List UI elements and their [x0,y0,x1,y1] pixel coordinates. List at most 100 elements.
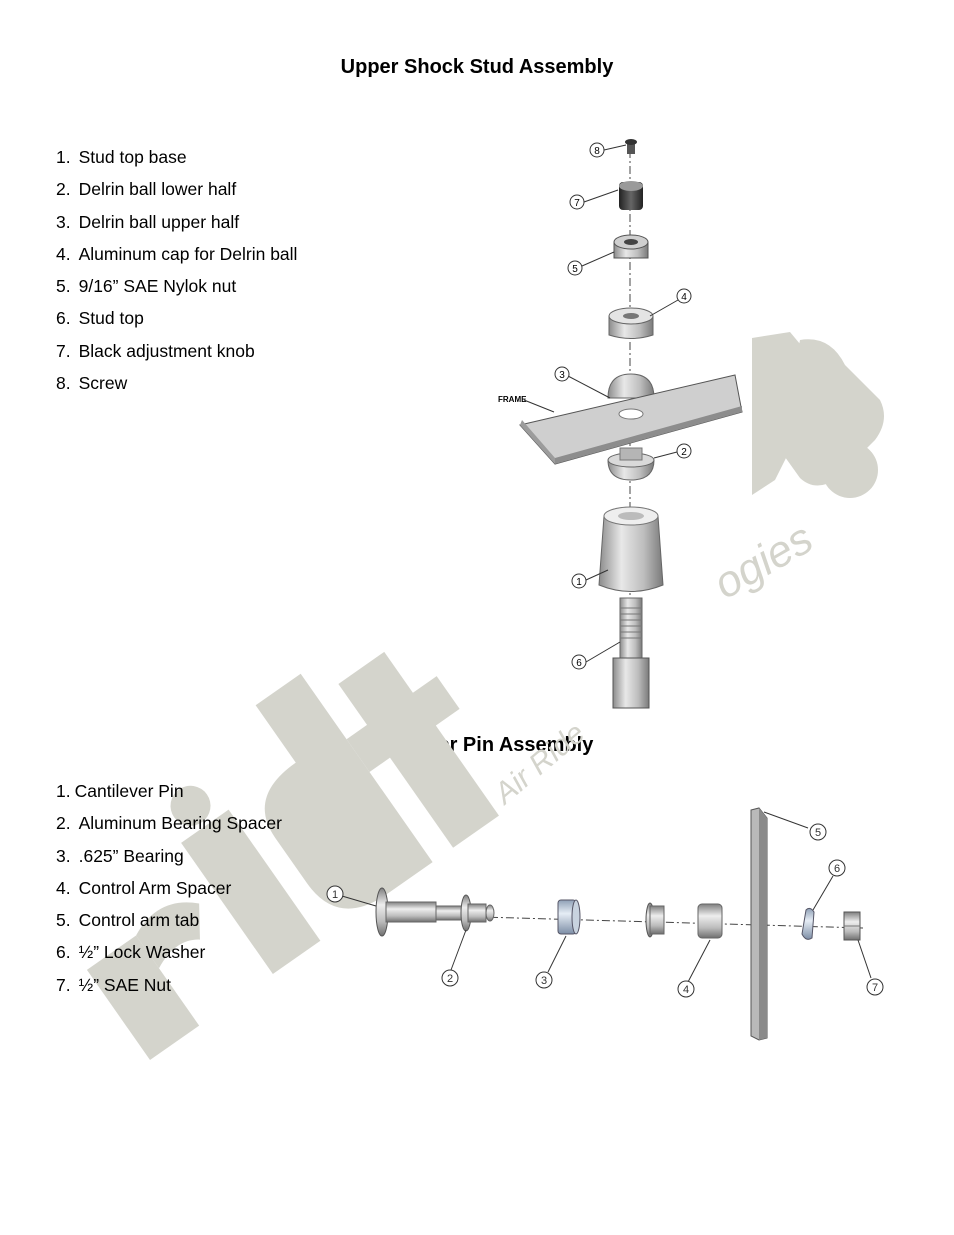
part-name: Screw [78,373,128,394]
callout-number: 1 [332,889,338,901]
list-item: 4. Aluminum cap for Delrin ball [56,242,297,274]
part-name: Control Arm Spacer [78,877,232,898]
cantilever-pin-diagram: 1 2 3 4 5 6 7 [326,807,884,1041]
screw-part [625,139,637,154]
part-number: 4. [56,243,71,264]
callout-circle [326,885,344,903]
frame-plate [519,374,743,465]
control-arm-spacer-part [697,903,723,939]
part-number: 2. [56,179,71,200]
part-name: Aluminum Bearing Spacer [78,813,282,834]
callout-number: 2 [447,973,453,985]
list-item: 7. Black adjustment knob [56,339,297,371]
callout-circle [554,366,570,382]
part-name: Aluminum cap for Delrin ball [78,243,298,264]
part-number: 7. [56,340,71,361]
part-name: .625” Bearing [78,845,184,866]
callout-number: 7 [872,982,878,994]
part-number: 7. [56,974,71,995]
callout-number: 6 [576,658,582,669]
bearing-part [557,899,581,935]
list-item: 1.Cantilever Pin [56,779,282,811]
callout-circle [567,260,583,276]
part-number: 6. [56,942,71,963]
callout-number: 5 [572,264,578,275]
callout-circle [571,654,587,670]
callout-circle [569,194,585,210]
stud-base-part [598,506,664,592]
list-item: 7. ½” SAE Nut [56,973,282,1005]
list-item: 2. Aluminum Bearing Spacer [56,811,282,843]
list-item: 4. Control Arm Spacer [56,876,282,908]
list-item: 3. Delrin ball upper half [56,210,297,242]
list-item: 3. .625” Bearing [56,844,282,876]
watermark-shapes [86,332,884,1060]
callout-number: 4 [683,984,689,996]
list-item: 5. Control arm tab [56,908,282,940]
part-number: 1. [56,147,71,167]
bearing-spacer-part [460,894,495,932]
part-number: 8. [56,373,71,394]
part-name: 9/16” SAE Nylok nut [78,276,237,297]
sae-nut-part [843,911,861,941]
callout-number: 8 [594,146,600,157]
upper-shock-stud-diagram: FRAME 8 7 5 [498,139,743,709]
callout-number: 7 [574,198,580,209]
callout-circle [828,859,846,877]
collar-part [645,902,665,938]
upper-section-title: Upper Shock Stud Assembly [340,56,614,78]
lock-washer-part [801,907,815,940]
callout-circle [441,969,459,987]
aluminum-cap-part [608,307,654,339]
delrin-ball-upper-part [607,373,655,399]
frame-label: FRAME [498,395,527,404]
part-name: Control arm tab [78,910,200,931]
upper-parts-list: 1. Stud top base 2. Delrin ball lower half… [56,145,297,403]
callout-circle [535,971,553,989]
part-name: Black adjustment knob [78,340,255,361]
list-item: 5. 9/16” SAE Nylok nut [56,274,297,306]
callout-number: 6 [834,863,840,875]
delrin-ball-lower-part [607,447,655,481]
watermark-arc-text: Air Ride [487,716,591,811]
callout-circle [676,443,692,459]
list-item: 6. ½” Lock Washer [56,940,282,972]
callout-circle [676,288,692,304]
list-item: 6. Stud top [56,306,297,338]
list-item: 1. Stud top base [56,145,297,177]
callout-number: 5 [815,827,821,839]
part-name: Stud top [78,308,144,329]
adjustment-knob-part [619,181,643,210]
callout-number: 3 [541,975,547,987]
part-number: 5. [56,276,71,297]
part-number: 3. [56,845,71,866]
part-name: ½” Lock Washer [78,942,206,963]
callout-number: 3 [559,370,565,381]
list-item: 8. Screw [56,371,297,403]
part-number: 3. [56,211,71,232]
callout-number: 1 [576,577,582,588]
list-item: 2. Delrin ball lower half [56,177,297,209]
callout-circle [677,980,695,998]
part-number: 2. [56,813,71,834]
part-name: Delrin ball upper half [78,211,240,232]
callout-number: 2 [681,447,687,458]
part-name: ½” SAE Nut [78,974,172,995]
part-number: 4. [56,877,71,898]
callout-circle [866,978,884,996]
part-name: Stud top base [78,147,187,167]
part-name: Delrin ball lower half [78,179,237,200]
control-arm-tab-part [750,807,768,1041]
callout-circle [809,823,827,841]
cantilever-pin-part [375,887,465,937]
callout-number: 4 [681,292,687,303]
part-number: 1. [56,781,71,801]
stud-top-part [612,597,650,709]
lower-parts-list: 1.Cantilever Pin 2. Aluminum Bearing Spac… [56,779,282,1005]
nylok-nut-part [613,234,649,259]
callout-circle [571,573,587,589]
part-number: 6. [56,308,71,329]
part-number: 5. [56,910,71,931]
part-name: Cantilever Pin [74,781,184,801]
